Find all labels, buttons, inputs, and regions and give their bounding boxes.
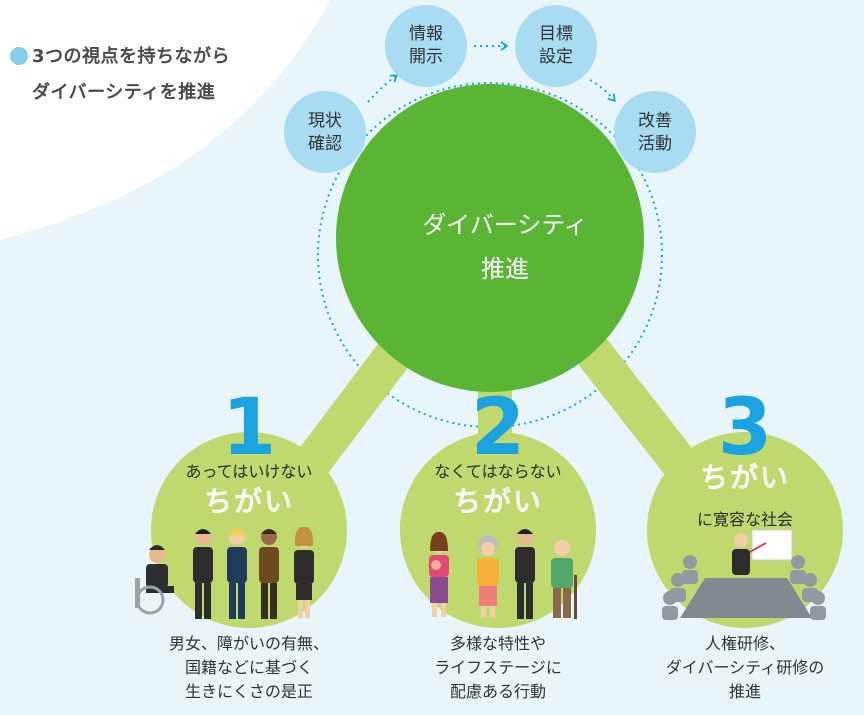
perspective-3-caption-line-3: 推進 [728,682,761,701]
step-target-label: 目標 設定 [516,23,596,69]
man-suit-1-icon [193,529,213,619]
perspective-3-caption-line-2: ダイバーシティ研修の [665,658,825,677]
elderly-woman-icon [477,535,499,618]
woman-suit-icon [294,526,314,618]
wheelchair-person-icon [135,545,174,615]
heading-bullet-icon [10,47,28,65]
step-circle-improvement [614,91,696,173]
perspective-3-bottom: に寛容な社会 [696,510,793,529]
perspective-2-number: 2 [470,383,526,473]
meeting-table-icon [680,578,812,618]
step-circle-disclosure [385,5,467,87]
step-improvement-line-1: 改善 [638,111,672,131]
whiteboard-icon [751,529,793,561]
step-circle-target [515,5,597,87]
perspective-3-emphasis: ちがい [699,461,790,494]
perspective-2-emphasis: ちがい [452,485,543,518]
perspective-2-caption-line-2: ライフステージに [434,658,562,677]
perspective-2-top: なくてはならない [434,462,562,481]
man-suit-2-icon [515,529,535,619]
perspective-1-emphasis: ちがい [203,485,294,518]
man-blonde-icon [227,528,247,619]
audience-right-icon [790,555,826,620]
center-circle [336,84,644,392]
perspective-1-caption-line-2: 国籍などに基づく [184,658,313,677]
man-brown-suit-icon [259,529,279,619]
diverse-people-icon [135,526,314,619]
center-label-line-1: ダイバーシティ [422,211,588,239]
perspective-1-caption-line-3: 生きにくさの是正 [185,682,313,701]
step-circle-current [284,91,366,173]
step-target-line-1: 目標 [539,24,573,44]
mother-baby-icon [429,531,449,617]
perspective-2-caption: 多様な特性や ライフステージに 配慮ある行動 [378,632,618,704]
heading-line-1: 3つの視点を持ちながら [32,46,231,67]
perspective-1-caption-line-1: 男女、障がいの有無、 [168,634,329,653]
perspective-3-caption-line-1: 人権研修、 [704,634,785,653]
heading-line-2: ダイバーシティを推進 [32,82,216,103]
life-stage-people-icon [429,529,577,619]
perspective-1-top: あってはいけない [185,462,313,481]
step-current-line-1: 現状 [308,111,342,131]
presenter-icon [732,533,750,575]
perspective-2-caption-line-1: 多様な特性や [449,634,546,653]
step-current-label: 現状 確認 [285,110,365,156]
step-target-line-2: 設定 [539,47,573,67]
perspective-2-caption-line-3: 配慮ある行動 [449,682,546,701]
perspective-1-caption: 男女、障がいの有無、 国籍などに基づく 生きにくさの是正 [129,632,369,704]
step-disclosure-line-1: 情報 [409,24,443,44]
training-room-icon [662,529,826,620]
perspective-1-number: 1 [221,383,277,473]
step-disclosure-line-2: 開示 [409,47,443,67]
perspective-3-number: 3 [717,383,773,473]
audience-left-icon [662,555,698,620]
center-label-line-2: 推進 [481,255,529,283]
step-improvement-label: 改善 活動 [615,110,695,156]
step-disclosure-label: 情報 開示 [386,23,466,69]
step-current-line-2: 確認 [308,134,342,154]
perspective-circle-2 [400,432,596,628]
perspective-3-caption: 人権研修、 ダイバーシティ研修の 推進 [634,632,856,704]
elderly-man-cane-icon [551,540,577,619]
step-improvement-line-2: 活動 [638,134,672,154]
